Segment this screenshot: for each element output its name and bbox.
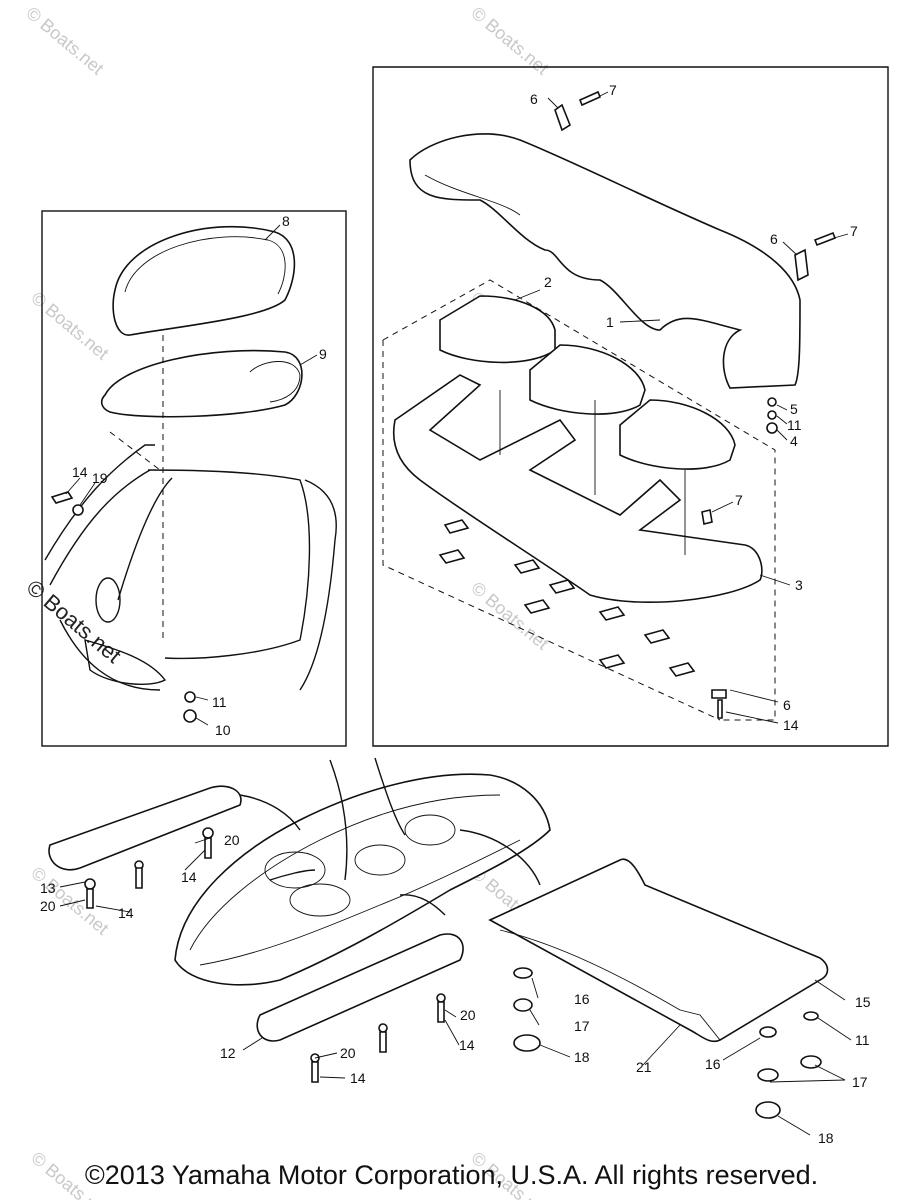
- callout-14: 14: [783, 717, 799, 733]
- callout-10: 10: [215, 722, 231, 738]
- sun-pad: [488, 858, 829, 1043]
- seat-cushion: [619, 399, 736, 470]
- seat-cushion: [529, 344, 646, 415]
- watermark: © Boats.net: [22, 3, 107, 79]
- callout-5: 5: [790, 401, 798, 417]
- callout-9: 9: [319, 346, 327, 362]
- callout-16: 16: [705, 1056, 721, 1072]
- callout-15: 15: [855, 994, 871, 1010]
- seat-back-cushion: [112, 225, 296, 336]
- leader-lines: [59, 91, 852, 1136]
- callout-20: 20: [224, 832, 240, 848]
- callout-6: 6: [783, 697, 791, 713]
- callout-11: 11: [212, 694, 227, 710]
- seat-base-cushion: [100, 349, 303, 418]
- callout-12: 12: [220, 1045, 236, 1061]
- callout-18: 18: [818, 1130, 834, 1146]
- callout-1: 1: [606, 314, 614, 330]
- callout-11: 11: [787, 417, 802, 433]
- callout-17: 17: [852, 1074, 868, 1090]
- copyright-notice: ©2013 Yamaha Motor Corporation, U.S.A. A…: [84, 1160, 819, 1190]
- callout-17: 17: [574, 1018, 590, 1034]
- watermark: © Boats.net: [467, 578, 552, 654]
- seat-cushion: [439, 295, 556, 364]
- callout-6: 6: [770, 231, 778, 247]
- boat-hull: [174, 773, 551, 986]
- callout-7: 7: [850, 223, 858, 239]
- callout-14: 14: [72, 464, 88, 480]
- callout-14: 14: [459, 1037, 475, 1053]
- callout-18: 18: [574, 1049, 590, 1065]
- callout-4: 4: [790, 433, 798, 449]
- callout-11: 11: [855, 1032, 870, 1048]
- backrest-cushion: [409, 133, 801, 389]
- callout-2: 2: [544, 274, 552, 290]
- left-inset: [41, 210, 347, 747]
- callout-20: 20: [340, 1045, 356, 1061]
- callout-13: 13: [40, 880, 56, 896]
- callout-labels: 1 2 3 4 5 6 7 6 7 11 7 6 14 8 9 14 19 11…: [40, 82, 871, 1146]
- callout-19: 19: [92, 470, 108, 486]
- lower-assembly: [48, 757, 829, 1119]
- callout-16: 16: [574, 991, 590, 1007]
- callout-14: 14: [181, 869, 197, 885]
- callout-7: 7: [735, 492, 743, 508]
- callout-8: 8: [282, 213, 290, 229]
- callout-6: 6: [530, 91, 538, 107]
- callout-21: 21: [636, 1059, 652, 1075]
- callout-14: 14: [118, 905, 134, 921]
- side-cushion: [256, 933, 464, 1042]
- callout-14: 14: [350, 1070, 366, 1086]
- callout-3: 3: [795, 577, 803, 593]
- callout-7: 7: [609, 82, 617, 98]
- callout-20: 20: [460, 1007, 476, 1023]
- seat-base-frame: [393, 374, 763, 603]
- callout-20: 20: [40, 898, 56, 914]
- watermark: © Boats.net: [27, 288, 112, 364]
- right-inset: [372, 66, 889, 747]
- side-cushion: [48, 785, 242, 871]
